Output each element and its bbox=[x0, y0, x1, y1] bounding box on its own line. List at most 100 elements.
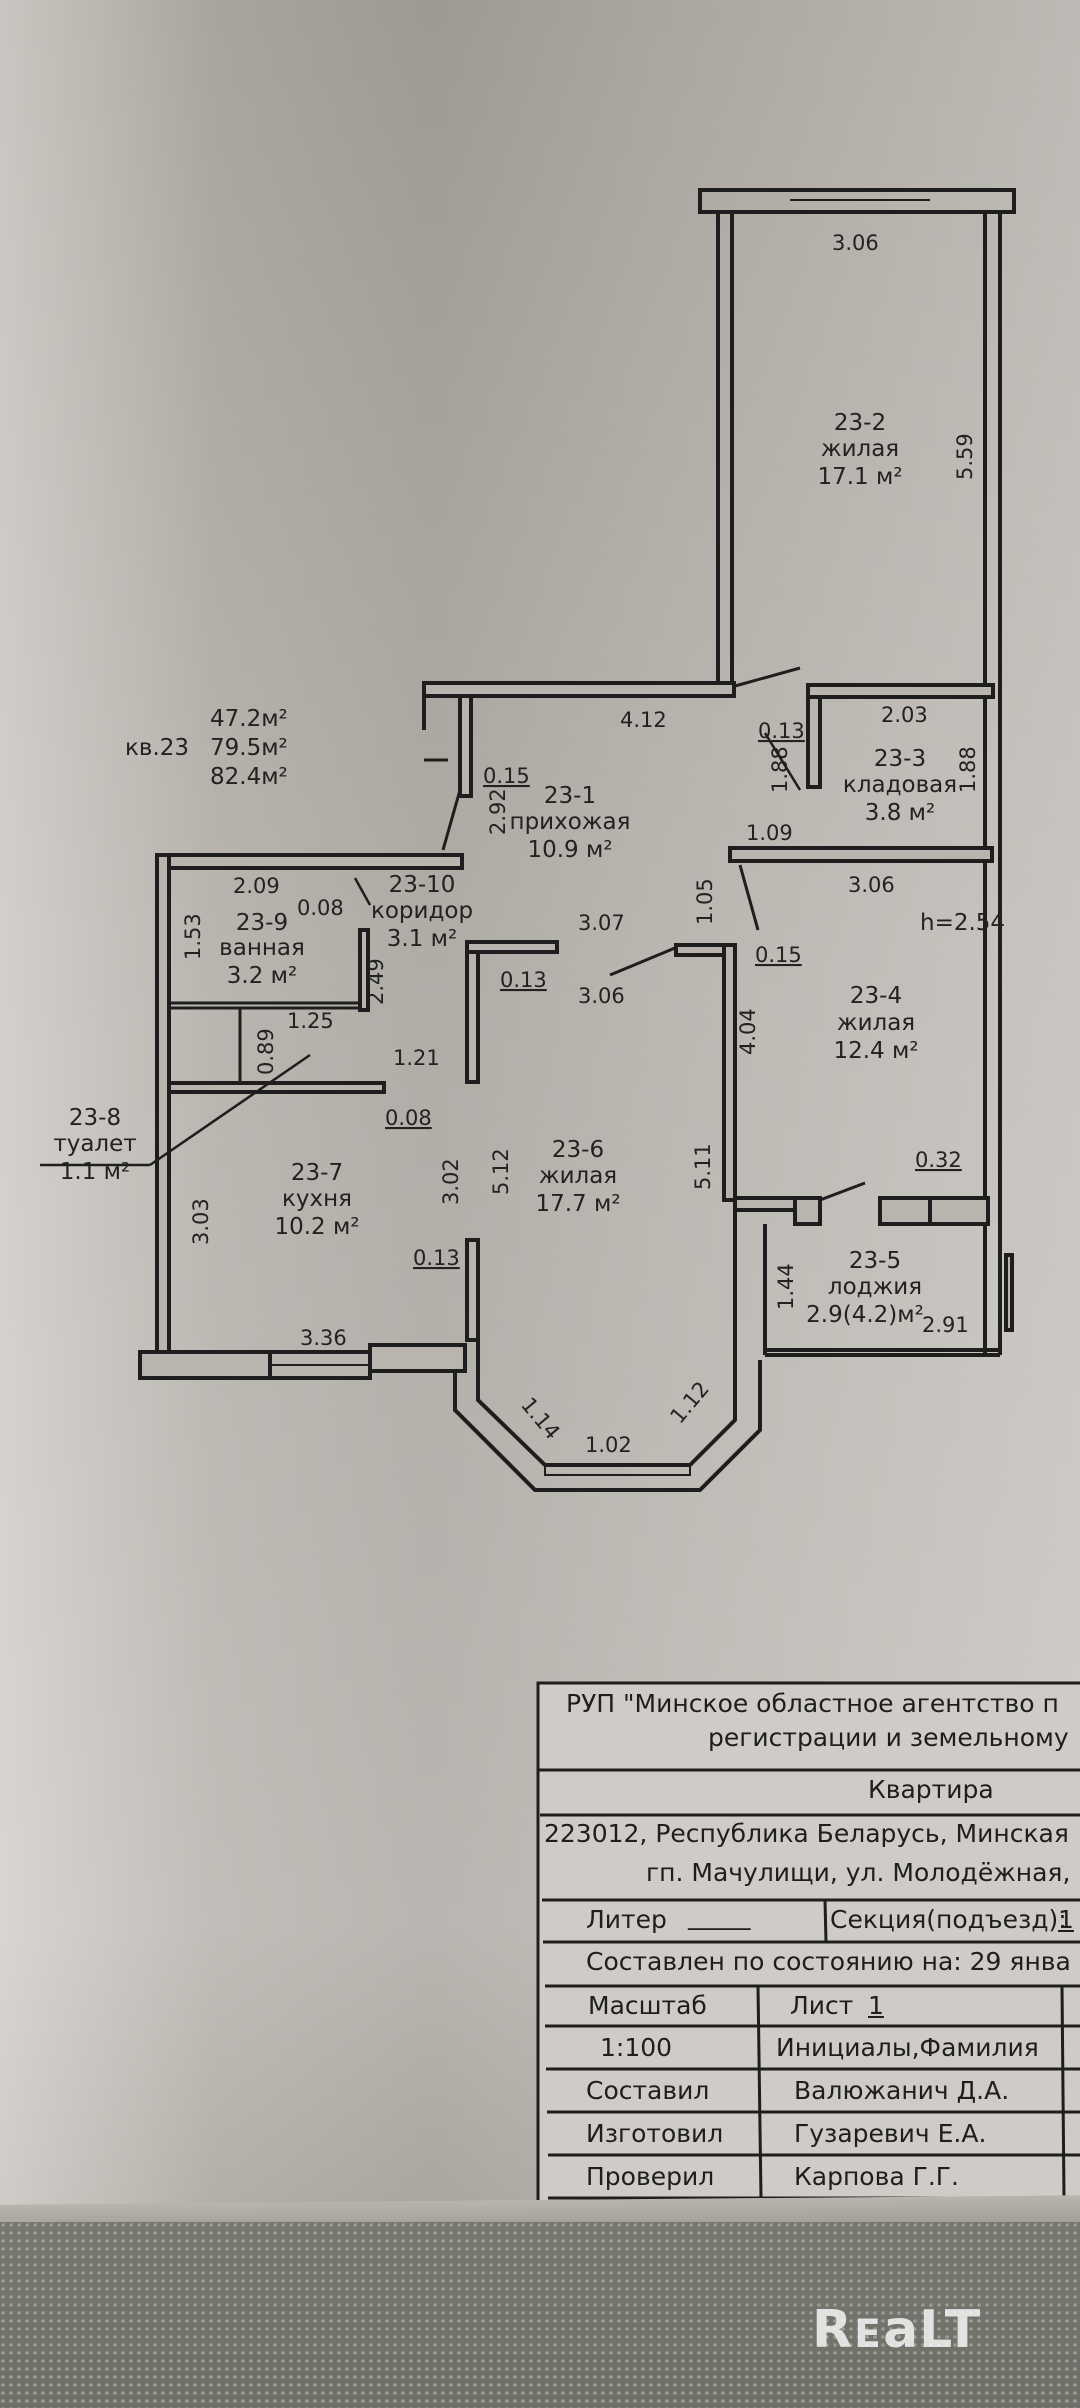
room-name: лоджия bbox=[828, 1274, 922, 1300]
room-name: кладовая bbox=[843, 772, 957, 798]
dimensions-horizontal: 3.06 4.12 2.03 1.09 3.06 3.07 3.06 2.09 … bbox=[233, 231, 969, 1457]
room-name: коридор bbox=[371, 898, 473, 924]
dim-r10-side: 2.49 bbox=[364, 958, 388, 1005]
role-name: Карпова Г.Г. bbox=[794, 2162, 959, 2191]
room-23-9: 23-9 ванная 3.2 м² bbox=[219, 910, 305, 989]
dim-r6-right: 5.11 bbox=[691, 1143, 715, 1190]
dim-r4-side: 4.04 bbox=[736, 1008, 760, 1055]
dim-wall-013-b: 0.13 bbox=[500, 968, 547, 992]
room-name: жилая bbox=[837, 1010, 915, 1036]
room-area: 10.2 м² bbox=[274, 1214, 359, 1240]
room-23-8: 23-8 туалет 1.1 м² bbox=[53, 1105, 136, 1185]
dim-r1-side: 2.92 bbox=[486, 788, 510, 835]
dim-r8-top: 1.25 bbox=[287, 1009, 334, 1033]
room-id: 23-9 bbox=[236, 910, 288, 936]
room-23-10: 23-10 коридор 3.1 м² bbox=[371, 872, 473, 952]
dim-r2-side: 5.59 bbox=[953, 433, 977, 480]
room-area: 3.2 м² bbox=[227, 963, 297, 989]
dim-wall-032: 0.32 bbox=[915, 1148, 962, 1172]
dim-r1-door: 1.05 bbox=[693, 878, 717, 925]
room-23-2: 23-2 жилая 17.1 м² bbox=[817, 410, 902, 490]
fabric-surface bbox=[0, 2222, 1080, 2408]
room-id: 23-4 bbox=[850, 983, 902, 1009]
room-area: 3.8 м² bbox=[865, 800, 935, 826]
leader-lines bbox=[40, 732, 802, 1167]
dim-r6-top: 3.06 bbox=[578, 984, 625, 1008]
initials-header: Инициалы,Фамилия bbox=[776, 2033, 1039, 2062]
room-id: 23-6 bbox=[552, 1137, 604, 1163]
room-area: 10.9 м² bbox=[527, 837, 612, 863]
compiled-as-of: Составлен по состоянию на: 29 янва bbox=[586, 1947, 1071, 1976]
room-name: прихожая bbox=[510, 809, 631, 835]
dim-wall-008-b: 0.08 bbox=[385, 1106, 432, 1130]
room-23-7: 23-7 кухня 10.2 м² bbox=[274, 1160, 359, 1240]
address-line-2: гп. Мачулищи, ул. Молодёжная, bbox=[646, 1858, 1071, 1887]
liter-label: Литер bbox=[586, 1905, 667, 1934]
total-area: 79.5м² bbox=[210, 735, 288, 761]
dim-r9-top: 2.09 bbox=[233, 874, 280, 898]
dim-r5-bottom: 2.91 bbox=[922, 1313, 969, 1337]
role-name: Валюжанич Д.А. bbox=[794, 2076, 1010, 2105]
dim-r3-bottom: 1.09 bbox=[746, 821, 793, 845]
dim-r10-bottom: 1.21 bbox=[393, 1046, 440, 1070]
dim-r2-top: 3.06 bbox=[832, 231, 879, 255]
room-area: 2.9(4.2)м² bbox=[806, 1302, 924, 1328]
room-area: 1.1 м² bbox=[60, 1159, 130, 1185]
scale-label: Масштаб bbox=[588, 1991, 707, 2020]
dim-r6-left: 5.12 bbox=[489, 1148, 513, 1195]
role-label: Проверил bbox=[586, 2162, 715, 2191]
room-area: 17.1 м² bbox=[817, 464, 902, 490]
realt-watermark-logo: RᴇaLT bbox=[812, 2300, 982, 2360]
room-id: 23-3 bbox=[874, 746, 926, 772]
dim-wall-013-a: 0.13 bbox=[758, 719, 805, 743]
room-name: кухня bbox=[282, 1186, 352, 1212]
dim-r4-top: 3.06 bbox=[848, 873, 895, 897]
dim-bay-mid: 1.02 bbox=[585, 1433, 632, 1457]
dim-r5-left: 1.44 bbox=[774, 1263, 798, 1310]
dim-wall-015-a: 0.15 bbox=[483, 764, 530, 788]
top-window-wall bbox=[698, 188, 1016, 214]
apartment-summary: кв.23 47.2м² 79.5м² 82.4м² bbox=[125, 706, 288, 790]
apartment-label: кв.23 bbox=[125, 735, 189, 761]
dim-r7-bottom: 3.36 bbox=[300, 1326, 347, 1350]
dim-r3-left: 1.88 bbox=[768, 746, 792, 793]
room-name: жилая bbox=[821, 436, 899, 462]
ceiling-height: h=2.54 bbox=[920, 910, 1005, 936]
dim-bay-left: 1.14 bbox=[516, 1393, 564, 1444]
dim-r1-top: 4.12 bbox=[620, 708, 667, 732]
dim-wall-015-b: 0.15 bbox=[755, 943, 802, 967]
room-name: туалет bbox=[53, 1131, 136, 1157]
room-labels: 23-2 жилая 17.1 м² 23-1 прихожая 10.9 м²… bbox=[53, 410, 957, 1328]
role-name: Гузаревич Е.А. bbox=[794, 2119, 987, 2148]
room-id: 23-8 bbox=[69, 1105, 121, 1131]
org-line-1: РУП "Минское областное агентство п bbox=[566, 1689, 1059, 1718]
room-23-5: 23-5 лоджия 2.9(4.2)м² bbox=[806, 1248, 924, 1328]
section-value: 1 bbox=[1058, 1905, 1074, 1934]
room-id: 23-10 bbox=[389, 872, 456, 898]
dim-r7-right: 3.02 bbox=[439, 1158, 463, 1205]
room-area: 17.7 м² bbox=[535, 1191, 620, 1217]
walls bbox=[138, 188, 1016, 1492]
room-id: 23-2 bbox=[834, 410, 886, 436]
room-area: 12.4 м² bbox=[833, 1038, 918, 1064]
dim-r8-side: 0.89 bbox=[254, 1028, 278, 1075]
living-area: 47.2м² bbox=[210, 706, 288, 732]
dim-r3-top: 2.03 bbox=[881, 703, 928, 727]
sheet-value: 1 bbox=[868, 1991, 884, 2020]
role-label: Изготовил bbox=[586, 2119, 724, 2148]
dim-wall-013-c: 0.13 bbox=[413, 1246, 460, 1270]
room-name: ванная bbox=[219, 935, 305, 961]
dim-wall-008-a: 0.08 bbox=[297, 896, 344, 920]
scale-value: 1:100 bbox=[600, 2033, 673, 2062]
room-name: жилая bbox=[539, 1163, 617, 1189]
room-id: 23-1 bbox=[544, 783, 596, 809]
room-23-1: 23-1 прихожая 10.9 м² bbox=[510, 783, 631, 863]
address-line-1: 223012, Республика Беларусь, Минская bbox=[544, 1819, 1069, 1848]
room-id: 23-5 bbox=[849, 1248, 901, 1274]
dim-r7-left: 3.03 bbox=[189, 1198, 213, 1245]
room-23-4: 23-4 жилая 12.4 м² bbox=[833, 983, 918, 1064]
total-area-with-loggia: 82.4м² bbox=[210, 764, 288, 790]
role-label: Составил bbox=[586, 2076, 710, 2105]
dim-r1-bottom: 3.07 bbox=[578, 911, 625, 935]
